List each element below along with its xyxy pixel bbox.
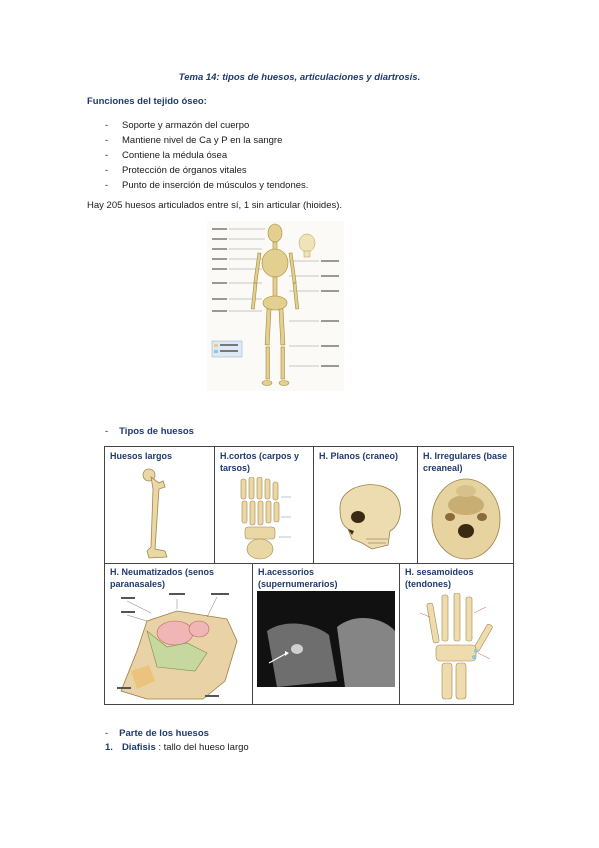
sinus-icon bbox=[117, 593, 238, 700]
list-item: -Punto de inserción de músculos y tendon… bbox=[105, 180, 309, 191]
partes-heading: -Parte de los huesos bbox=[105, 728, 209, 739]
skull-icon bbox=[339, 484, 401, 550]
funciones-list: -Soporte y armazón del cuerpo -Mantiene … bbox=[105, 118, 308, 193]
skeleton-illustration bbox=[207, 221, 344, 391]
cell-huesos-neumatizados: H. Neumatizados (senos paranasales) bbox=[105, 563, 253, 704]
bone-types-row-1: Huesos largos H.cortos (carpos y tarsos) bbox=[104, 446, 514, 564]
list-item: -Soporte y armazón del cuerpo bbox=[105, 120, 250, 131]
skull-base-icon bbox=[431, 478, 501, 560]
document-title: Tema 14: tipos de huesos, articulaciones… bbox=[178, 72, 421, 83]
diafisis-item: 1.Diafisis : tallo del hueso largo bbox=[105, 742, 249, 753]
cell-huesos-largos: Huesos largos bbox=[105, 447, 215, 563]
xray-icon bbox=[257, 591, 395, 687]
funciones-heading: Funciones del tejido óseo: bbox=[87, 96, 207, 107]
bone-count-paragraph: Hay 205 huesos articulados entre sí, 1 s… bbox=[87, 200, 343, 211]
list-item: -Protección de órganos vitales bbox=[105, 165, 247, 176]
foot-bones-icon bbox=[240, 477, 291, 560]
bone-types-row-2: H. Neumatizados (senos paranasales) H.ac… bbox=[104, 563, 514, 705]
tipos-heading: -Tipos de huesos bbox=[105, 426, 194, 437]
cell-huesos-sesamoideos: H. sesamoideos (tendones) bbox=[400, 563, 513, 704]
cell-huesos-accesorios: H.acessorios (supernumerarios) bbox=[253, 563, 400, 704]
hand-bones-icon bbox=[419, 593, 493, 700]
femur-icon bbox=[142, 468, 168, 559]
list-item: -Contiene la médula ósea bbox=[105, 150, 228, 161]
cell-huesos-irregulares: H. Irregulares (base creaneal) bbox=[418, 447, 513, 563]
list-item: -Mantiene nivel de Ca y P en la sangre bbox=[105, 135, 283, 146]
cell-huesos-cortos: H.cortos (carpos y tarsos) bbox=[215, 447, 314, 563]
cell-huesos-planos: H. Planos (craneo) bbox=[314, 447, 418, 563]
